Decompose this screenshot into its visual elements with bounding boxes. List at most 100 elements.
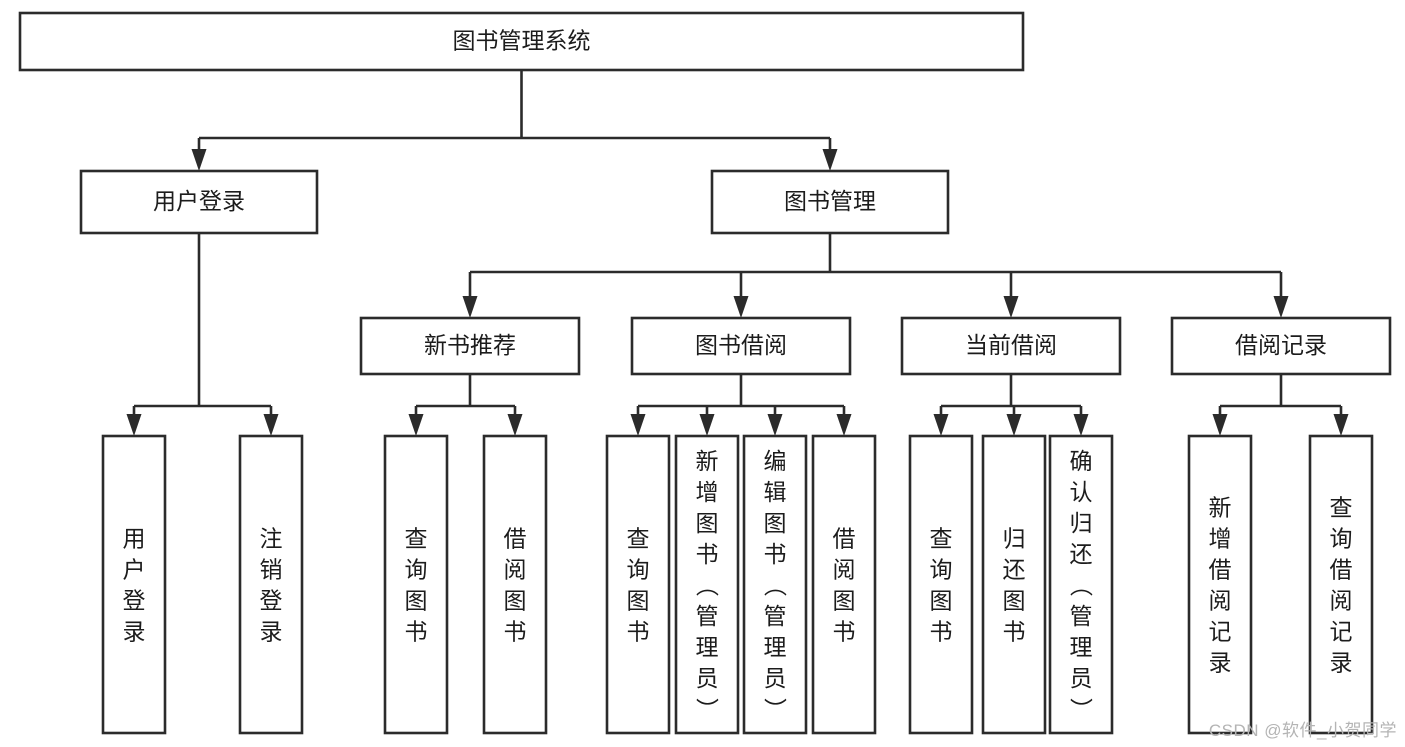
node-label-char: 书 (696, 541, 719, 567)
node-label-char: 新 (1209, 495, 1232, 521)
node-label: 新书推荐 (424, 332, 516, 358)
node-label-char: 编 (764, 448, 787, 474)
node-label-char: 查 (627, 526, 650, 552)
node-label-char: 销 (260, 557, 283, 583)
connector-layer (126, 70, 1349, 436)
node-label-char: 图 (627, 588, 650, 614)
node-box (908, 434, 974, 735)
node-label-char: 询 (1330, 526, 1353, 552)
node-box (1308, 434, 1374, 735)
node-box (900, 316, 1122, 376)
node-label: 借阅记录 (1235, 332, 1327, 358)
node-leaf-0[interactable]: 用户登录 (101, 434, 167, 735)
node-box (79, 169, 319, 235)
node-level3-2[interactable]: 当前借阅 (900, 316, 1122, 376)
node-level2-1[interactable]: 图书管理 (710, 169, 950, 235)
node-label-char: 阅 (833, 557, 856, 583)
node-label-char: 记 (1330, 619, 1353, 645)
node-label-char: 查 (930, 526, 953, 552)
node-label-char: 书 (930, 619, 953, 645)
node-label-char: 询 (930, 557, 953, 583)
node-label-char: ） (694, 698, 720, 721)
node-label-char: 归 (1070, 510, 1093, 536)
node-box (981, 434, 1047, 735)
node-label-char: 询 (405, 557, 428, 583)
node-box (605, 434, 671, 735)
node-level3-1[interactable]: 图书借阅 (630, 316, 852, 376)
node-box (1048, 434, 1114, 735)
node-box (630, 316, 852, 376)
node-label-char: 增 (696, 479, 719, 505)
node-label-char: 归 (1003, 526, 1026, 552)
node-label-char: 注 (260, 526, 283, 552)
node-label-char: （ (1068, 574, 1094, 597)
node-label-char: 图 (930, 588, 953, 614)
node-box (101, 434, 167, 735)
node-box (1170, 316, 1392, 376)
node-label-char: 询 (627, 557, 650, 583)
node-label-char: 查 (1330, 495, 1353, 521)
node-label-char: 借 (504, 526, 527, 552)
node-level3-3[interactable]: 借阅记录 (1170, 316, 1392, 376)
node-label-char: 用 (123, 526, 146, 552)
node-label-char: 录 (1209, 650, 1232, 676)
node-label-char: 书 (504, 619, 527, 645)
node-box (742, 434, 808, 735)
node-box (238, 434, 304, 735)
node-label-char: 增 (1209, 526, 1232, 552)
node-label-char: ） (762, 698, 788, 721)
node-label-char: 图 (764, 510, 787, 536)
node-label-char: 录 (260, 619, 283, 645)
node-box (674, 434, 740, 735)
node-label-char: 图 (833, 588, 856, 614)
node-label-char: 登 (123, 588, 146, 614)
node-root-图书管理系统[interactable]: 图书管理系统 (18, 11, 1025, 72)
node-layer: 图书管理系统用户登录图书管理新书推荐图书借阅当前借阅借阅记录用户登录注销登录查询… (18, 11, 1392, 735)
node-label-char: 登 (260, 588, 283, 614)
node-level2-0[interactable]: 用户登录 (79, 169, 319, 235)
node-label-char: 确 (1070, 448, 1093, 474)
node-label-char: 员 (764, 665, 787, 691)
node-label-char: （ (762, 574, 788, 597)
node-box (811, 434, 877, 735)
node-label-char: 查 (405, 526, 428, 552)
node-label-char: 管 (764, 603, 787, 629)
node-box (383, 434, 449, 735)
node-box (710, 169, 950, 235)
node-label-char: 借 (833, 526, 856, 552)
node-label-char: 理 (696, 634, 719, 660)
node-box (482, 434, 548, 735)
node-label-char: 阅 (1330, 588, 1353, 614)
node-label-char: 书 (1003, 619, 1026, 645)
node-label-char: 还 (1070, 541, 1093, 567)
csdn-watermark: CSDN @软件_小贺同学 (1208, 721, 1397, 740)
node-label-char: 员 (696, 665, 719, 691)
node-label-char: 还 (1003, 557, 1026, 583)
node-label: 图书借阅 (695, 332, 787, 358)
node-label-char: 新 (696, 448, 719, 474)
node-box (1187, 434, 1253, 735)
node-label: 当前借阅 (965, 332, 1057, 358)
node-label-char: 户 (123, 557, 146, 583)
node-label-char: 理 (764, 634, 787, 660)
node-label-char: 借 (1209, 557, 1232, 583)
node-level3-0[interactable]: 新书推荐 (359, 316, 581, 376)
node-label-char: 书 (833, 619, 856, 645)
node-label-char: 录 (123, 619, 146, 645)
node-label-char: 书 (764, 541, 787, 567)
node-label-char: 图 (405, 588, 428, 614)
node-label-char: 阅 (504, 557, 527, 583)
